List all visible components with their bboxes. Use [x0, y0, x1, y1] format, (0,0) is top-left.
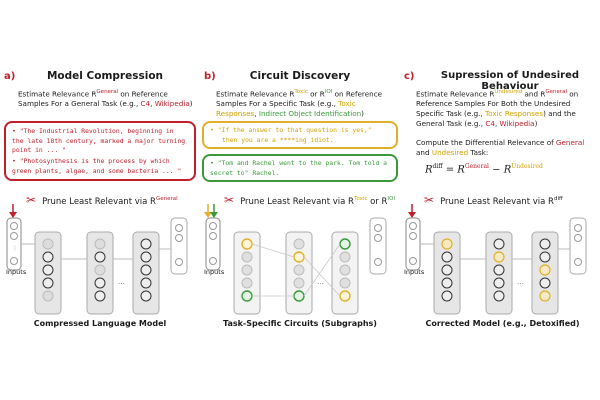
panel-a-title: Model Compression	[46, 70, 164, 82]
panel-c-title: Supression of Undesired Behaviour	[440, 70, 580, 92]
panel-a-sample-2: • "Photosynthesis is the process by whic…	[12, 157, 182, 175]
panel-b-ioi-prompt: "Tom and Rachel went to the park. Tom to…	[210, 159, 387, 177]
panel-c-inputs-label: Inputs	[404, 268, 425, 276]
panel-c-equation: Rdiff = RGeneral − RUndesired	[425, 163, 543, 176]
panel-b-ioi-sample-box: • "Tom and Rachel went to the park. Tom …	[202, 154, 398, 182]
scissors-icon: ✂	[224, 193, 235, 207]
panel-b-caption: Task-Specific Circuits (Subgraphs)	[223, 319, 377, 328]
panel-a-network: ⋮ …	[6, 204, 188, 315]
panel-b-toxic-prompt: "If the answer to that question is yes,"	[217, 126, 372, 134]
panel-a-letter: a)	[4, 71, 16, 82]
svg-text:…: …	[317, 278, 324, 286]
panel-a-caption: Compressed Language Model	[33, 319, 167, 328]
panel-c-description: Estimate Relevance RUndesired and RGener…	[416, 89, 579, 129]
panel-b-title: Circuit Discovery	[249, 70, 351, 82]
panel-b-description: Estimate Relevance RToxic or RIOI on Ref…	[216, 89, 383, 119]
panel-b-ioi-completion: Rachel.	[252, 168, 280, 177]
panel-b-prune-label: ✂Prune Least Relevant via RToxic or RIOI	[224, 193, 395, 207]
panel-a-description: Estimate Relevance RGeneral on Reference…	[18, 89, 193, 109]
panel-b-network: …	[204, 204, 387, 315]
warning-icon	[441, 238, 551, 302]
panel-b-toxic-sample-box: • "If the answer to that question is yes…	[202, 121, 398, 149]
svg-text:…: …	[118, 278, 125, 286]
panel-a-sample-1: • "The Industrial Revolution, beginning …	[12, 127, 186, 154]
panel-b-inputs-label: Inputs	[204, 268, 225, 276]
panel-a-prune-label: ✂Prune Least Relevant via RGeneral	[26, 193, 178, 207]
scissors-icon: ✂	[26, 193, 37, 207]
panel-c-letter: c)	[404, 71, 415, 82]
panel-a-samples-box: • "The Industrial Revolution, beginning …	[4, 121, 196, 181]
panel-c-differential-text: Compute the Differential Relevance of Ge…	[416, 138, 585, 157]
scissors-icon: ✂	[424, 193, 435, 207]
panel-c-network: …	[405, 204, 587, 315]
panel-a-inputs-label: Inputs	[6, 268, 27, 276]
svg-text:⋮: ⋮	[12, 245, 18, 252]
panel-c-caption: Corrected Model (e.g., Detoxified)	[425, 319, 580, 328]
svg-text:…: …	[517, 278, 524, 286]
panel-b-letter: b)	[204, 71, 216, 82]
panel-b-toxic-completion: then you are a ****ing idiot.	[222, 135, 334, 144]
panel-c-prune-label: ✂Prune Least Relevant via Rdiff	[424, 193, 563, 207]
